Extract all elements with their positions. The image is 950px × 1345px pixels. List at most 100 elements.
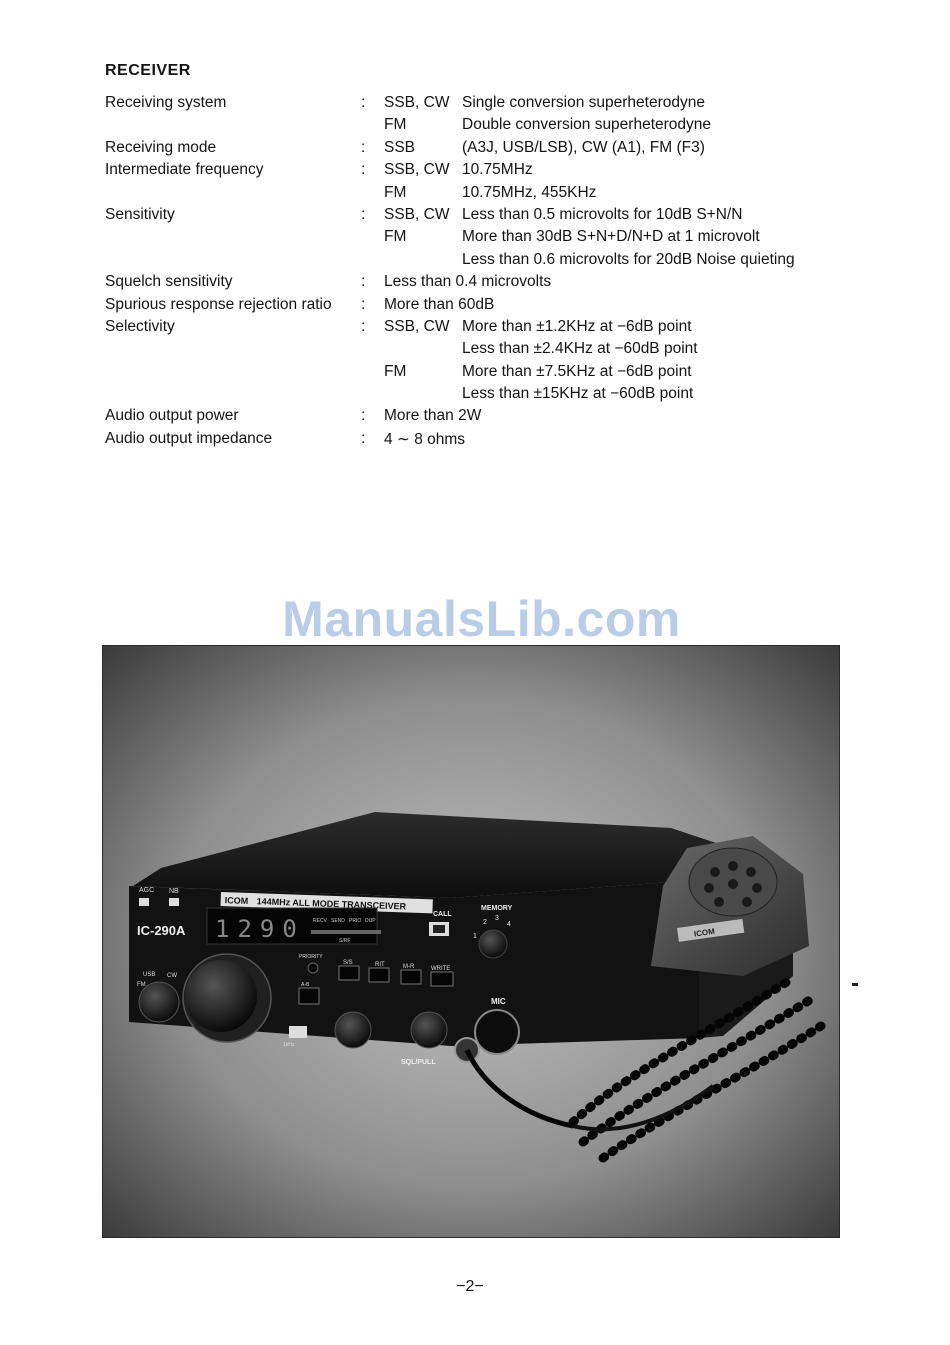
spec-colon: : xyxy=(361,273,366,291)
prio-label: PRIO xyxy=(349,918,361,924)
spec-colon: : xyxy=(361,205,366,223)
srf-label: S/RF xyxy=(339,938,350,944)
mic-brand-label: ICOM xyxy=(693,927,715,939)
spec-value: Less than 0.6 microvolts for 20dB Noise … xyxy=(462,250,795,268)
spec-mode: SSB, CW xyxy=(384,317,450,335)
mic-jack xyxy=(474,1009,520,1055)
memory-digit-1: 1 xyxy=(473,933,477,940)
mr-label: M-R xyxy=(403,964,415,970)
rit-knob xyxy=(334,1011,372,1049)
spec-label: Intermediate frequency xyxy=(105,161,264,179)
memory-knob xyxy=(478,929,508,959)
memory-label: MEMORY xyxy=(481,905,513,912)
spec-row: FM 10.75MHz, 455KHz xyxy=(105,184,885,206)
spec-mode: FM xyxy=(384,183,407,201)
spec-row: Selectivity: SSB, CW More than ±1.2KHz at … xyxy=(105,318,885,340)
spec-mode: SSB, CW xyxy=(384,205,450,223)
transceiver-photo: ICOM 144MHz ALL MODE TRANSCEIVER AGC NB … xyxy=(102,645,840,1238)
spec-mode: FM xyxy=(384,228,407,246)
sql-knob xyxy=(410,1011,448,1049)
cw-label: CW xyxy=(167,973,177,979)
spec-row: Audio output impedance:4 ∼ 8 ohms xyxy=(105,430,885,452)
spec-value: 10.75MHz, 455KHz xyxy=(462,183,597,201)
spec-value: Less than 0.5 microvolts for 10dB S+N/N xyxy=(462,205,743,223)
spec-label: Sensitivity xyxy=(105,205,175,223)
send-label: SEND xyxy=(331,918,345,924)
stray-mark xyxy=(852,983,858,986)
spec-row: Spurious response rejection ratio: More t… xyxy=(105,296,885,318)
frequency-readout: 1290 xyxy=(215,915,305,943)
step-label: 1kHz xyxy=(283,1042,295,1048)
sql-label: SQL/PULL xyxy=(401,1059,436,1066)
ss-label: S/S xyxy=(343,960,353,966)
spec-label: Receiving mode xyxy=(105,138,217,156)
spec-label: Audio output impedance xyxy=(105,429,273,447)
spec-value: More than 30dB S+N+D/N+D at 1 microvolt xyxy=(462,228,760,246)
watermark: ManualsLib.com xyxy=(282,591,681,647)
model-label: IC-290A xyxy=(137,923,186,938)
spec-value: Single conversion superheterodyne xyxy=(462,94,705,111)
transceiver-photo-graphic: ICOM 144MHz ALL MODE TRANSCEIVER AGC NB … xyxy=(103,646,839,1237)
spec-colon: : xyxy=(361,161,366,179)
spec-mode: FM xyxy=(384,116,407,134)
spec-colon: : xyxy=(361,295,366,313)
spec-colon: : xyxy=(361,407,366,425)
spec-value: Less than 0.4 microvolts xyxy=(384,273,552,291)
spec-value: Double conversion superheterodyne xyxy=(462,116,712,134)
spec-row: Receiving mode:SSB (A3J, USB/LSB), CW (A… xyxy=(105,139,885,161)
page-number: −2− xyxy=(456,1278,484,1295)
spec-row: Sensitivity: SSB, CW Less than 0.5 microvo… xyxy=(105,206,885,228)
priority-label: PRIORITY xyxy=(299,954,323,960)
spec-value: 4 ∼ 8 ohms xyxy=(384,430,466,448)
write-label: WRITE xyxy=(431,966,450,972)
spec-colon: : xyxy=(361,317,366,335)
section-heading: RECEIVER xyxy=(105,62,191,79)
rit-label: RIT xyxy=(375,962,385,968)
cabinet-top xyxy=(133,812,743,898)
spec-label: Selectivity xyxy=(105,317,175,335)
mic-label: MIC xyxy=(491,997,506,1006)
spec-row: FM More than ±7.5KHz at −6dB point xyxy=(105,363,885,385)
spec-value: Less than ±2.4KHz at −60dB point xyxy=(462,340,698,358)
spec-value: More than 60dB xyxy=(384,295,495,313)
ab-label: A-B xyxy=(301,982,310,988)
spec-colon: : xyxy=(361,94,366,111)
spec-row: FM More than 30dB S+N+D/N+D at 1 microvol… xyxy=(105,228,885,250)
spec-mode: SSB, CW xyxy=(384,161,450,179)
spec-row: Less than ±2.4KHz at −60dB point xyxy=(105,340,885,362)
spec-row: Squelch sensitivity: Less than 0.4 microv… xyxy=(105,273,885,295)
memory-digit-2: 2 xyxy=(483,919,487,926)
agc-label: AGC xyxy=(139,887,154,894)
usb-label: USB xyxy=(143,972,155,978)
spec-row: Audio output power: More than 2W xyxy=(105,407,885,429)
spec-value: (A3J, USB/LSB), CW (A1), FM (F3) xyxy=(462,138,705,156)
call-label: CALL xyxy=(433,911,452,918)
spec-row: Less than 0.6 microvolts for 20dB Noise … xyxy=(105,251,885,273)
coiled-cord xyxy=(568,973,826,1163)
spec-label: Spurious response rejection ratio xyxy=(105,295,332,313)
spec-value: More than ±1.2KHz at −6dB point xyxy=(462,317,692,335)
dup-label: DUP xyxy=(365,918,376,924)
spec-row: FM Double conversion superheterodyne xyxy=(105,116,885,138)
spec-mode: FM xyxy=(384,362,407,380)
fm-label: FM xyxy=(137,982,146,988)
nb-label: NB xyxy=(169,888,179,895)
spec-value: More than 2W xyxy=(384,407,482,425)
spec-value: Less than ±15KHz at −60dB point xyxy=(462,385,694,403)
mode-knob xyxy=(138,981,180,1023)
spec-value: More than ±7.5KHz at −6dB point xyxy=(462,362,692,380)
recv-label: RECV xyxy=(313,918,328,924)
memory-digit-3: 3 xyxy=(495,915,499,922)
spec-colon: : xyxy=(361,138,366,156)
tuning-knob xyxy=(185,960,257,1032)
spec-label: Audio output power xyxy=(105,407,239,425)
spec-mode: SSB, CW xyxy=(384,94,450,111)
memory-digit-4: 4 xyxy=(507,921,511,928)
spec-label: Squelch sensitivity xyxy=(105,273,233,291)
spec-row: Less than ±15KHz at −60dB point xyxy=(105,385,885,407)
spec-colon: : xyxy=(361,429,366,447)
brand-label: ICOM xyxy=(225,895,249,906)
